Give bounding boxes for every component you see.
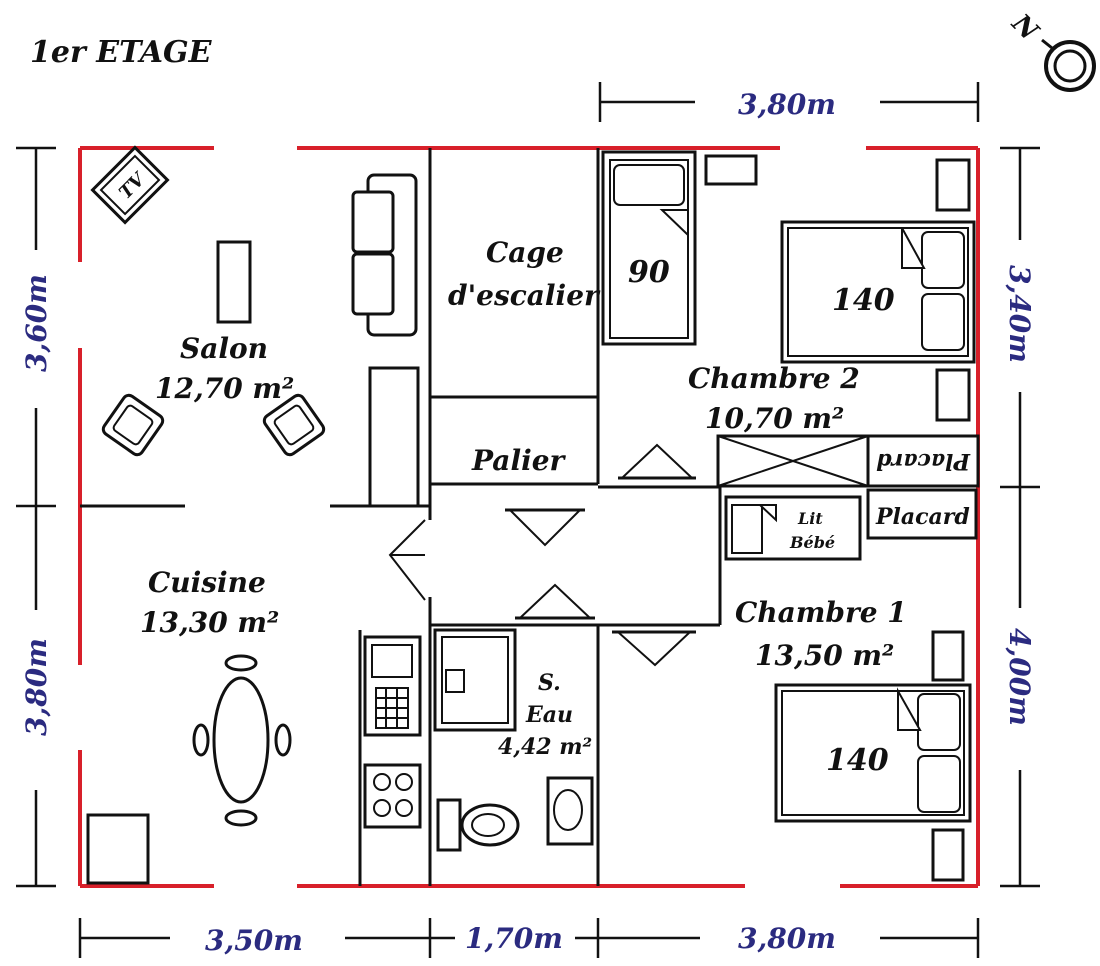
compass-icon: N bbox=[1005, 8, 1096, 92]
dimension-left-bottom-label: 3,80m bbox=[20, 638, 53, 736]
washbasin-icon bbox=[546, 776, 594, 846]
kitchen-sink-icon bbox=[363, 635, 422, 737]
placard-bottom: Placard bbox=[866, 488, 978, 540]
chambre2-area: 10,70 m² bbox=[705, 402, 844, 435]
door-chambre2 bbox=[618, 443, 696, 480]
cage-label-1: Cage bbox=[486, 236, 564, 269]
bed-140-top-label: 140 bbox=[832, 283, 895, 318]
placard-top-label: Placard bbox=[876, 448, 971, 474]
placard-top: Placard bbox=[716, 434, 980, 488]
bed-140-bottom-icon: 140 bbox=[774, 683, 972, 823]
tv-icon: TV bbox=[90, 145, 170, 225]
door-chambre1 bbox=[612, 630, 696, 667]
nightstand bbox=[704, 154, 758, 186]
dimension-bottom-left-label: 3,50m bbox=[205, 924, 303, 957]
dimension-right: 3,40m 4,00m bbox=[1000, 146, 1040, 888]
door-cage bbox=[505, 508, 585, 547]
bed-140-top-icon: 140 bbox=[780, 220, 976, 364]
dimension-right-top-label: 3,40m bbox=[1003, 265, 1036, 363]
shower-icon bbox=[433, 628, 517, 732]
dimension-bottom-mid-label: 1,70m bbox=[465, 922, 563, 955]
seau-area: 4,42 m² bbox=[498, 734, 592, 760]
dimension-top-label: 3,80m bbox=[738, 88, 836, 121]
dimension-left: 3,60m 3,80m bbox=[16, 146, 56, 888]
dimension-bottom-right-label: 3,80m bbox=[738, 922, 836, 955]
placard-bottom-label: Placard bbox=[875, 504, 970, 530]
door-cuisine bbox=[388, 519, 426, 601]
cage-label-2: d'escalier bbox=[448, 279, 601, 312]
door-seau bbox=[515, 583, 595, 620]
lit-bebe-icon: Lit Bébé bbox=[724, 495, 862, 561]
nightstand bbox=[935, 158, 971, 212]
armchair-right-icon bbox=[262, 393, 326, 457]
dimension-bottom: 3,50m 1,70m 3,80m bbox=[78, 918, 980, 958]
chambre1-label: Chambre 1 bbox=[735, 596, 907, 629]
bed-140-bottom-label: 140 bbox=[826, 743, 889, 778]
chambre1-area: 13,50 m² bbox=[755, 639, 894, 672]
salon-area: 12,70 m² bbox=[155, 372, 294, 405]
cuisine-area: 13,30 m² bbox=[140, 606, 279, 639]
salon-label: Salon bbox=[180, 332, 268, 365]
compass-letter: N bbox=[1005, 8, 1045, 48]
dining-table-icon bbox=[192, 654, 292, 827]
coffee-table bbox=[216, 240, 252, 324]
nightstand bbox=[931, 828, 965, 882]
nightstand bbox=[935, 368, 971, 422]
floor-title: 1er ETAGE bbox=[30, 35, 213, 70]
fridge bbox=[86, 813, 150, 885]
dimension-left-top-label: 3,60m bbox=[20, 274, 53, 372]
cuisine-label: Cuisine bbox=[148, 566, 266, 599]
toilet-icon bbox=[436, 798, 520, 852]
sofa-icon bbox=[351, 173, 418, 337]
dimension-right-bottom-label: 4,00m bbox=[1003, 628, 1036, 726]
bed-90-icon: 90 bbox=[601, 150, 697, 346]
nightstand bbox=[931, 630, 965, 682]
lit-bebe-label-1: Lit bbox=[797, 509, 823, 528]
bed-90-label: 90 bbox=[628, 255, 670, 290]
stove-icon bbox=[363, 763, 422, 829]
dimension-top: 3,80m bbox=[598, 82, 980, 122]
sideboard bbox=[368, 366, 420, 508]
seau-label-2: Eau bbox=[525, 702, 573, 728]
armchair-left-icon bbox=[101, 393, 165, 457]
lit-bebe-label-2: Bébé bbox=[789, 533, 835, 552]
palier-label: Palier bbox=[471, 444, 567, 477]
seau-label-1: S. bbox=[538, 670, 561, 696]
chambre2-label: Chambre 2 bbox=[688, 362, 860, 395]
